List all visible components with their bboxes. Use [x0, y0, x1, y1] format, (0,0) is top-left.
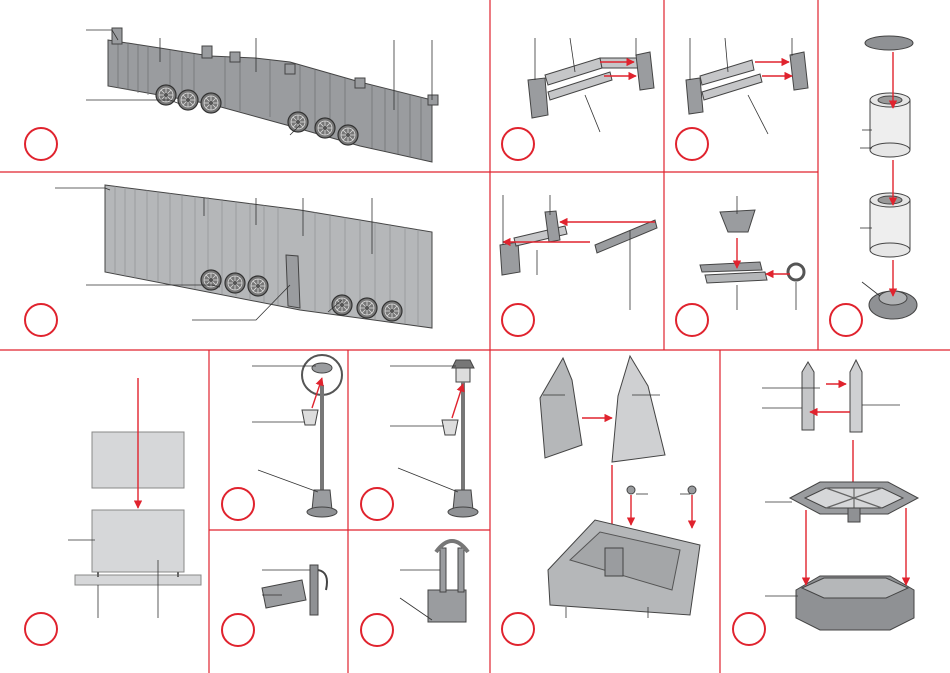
bench-with-crossbar	[500, 195, 657, 310]
street-lamp-round	[252, 355, 342, 517]
bench-assembly-a	[528, 38, 654, 132]
monument-plaza	[540, 356, 700, 618]
hand-cart	[700, 196, 804, 310]
step-circle-5	[24, 303, 58, 337]
step-circle-4	[829, 303, 863, 337]
fence-wall-with-wheels	[86, 28, 438, 162]
step-circle-12	[360, 613, 394, 647]
notice-board	[68, 378, 201, 618]
well-ring-stack	[860, 36, 917, 319]
plank-fence-with-door	[55, 185, 432, 328]
water-pump-trough	[262, 565, 327, 615]
hexagon-pavilion-well	[762, 360, 918, 630]
step-circle-3	[675, 127, 709, 161]
step-circle-11	[221, 613, 255, 647]
step-circle-10	[360, 487, 394, 521]
step-circle-13	[501, 612, 535, 646]
step-circle-6	[501, 303, 535, 337]
step-circle-9	[221, 487, 255, 521]
step-circle-8	[24, 612, 58, 646]
bench-assembly-b	[686, 38, 808, 134]
step-circle-14	[732, 612, 766, 646]
step-circle-1	[24, 127, 58, 161]
street-lamp-lantern	[390, 360, 478, 517]
step-circle-7	[675, 303, 709, 337]
draw-well	[400, 541, 468, 622]
step-circle-2	[501, 127, 535, 161]
